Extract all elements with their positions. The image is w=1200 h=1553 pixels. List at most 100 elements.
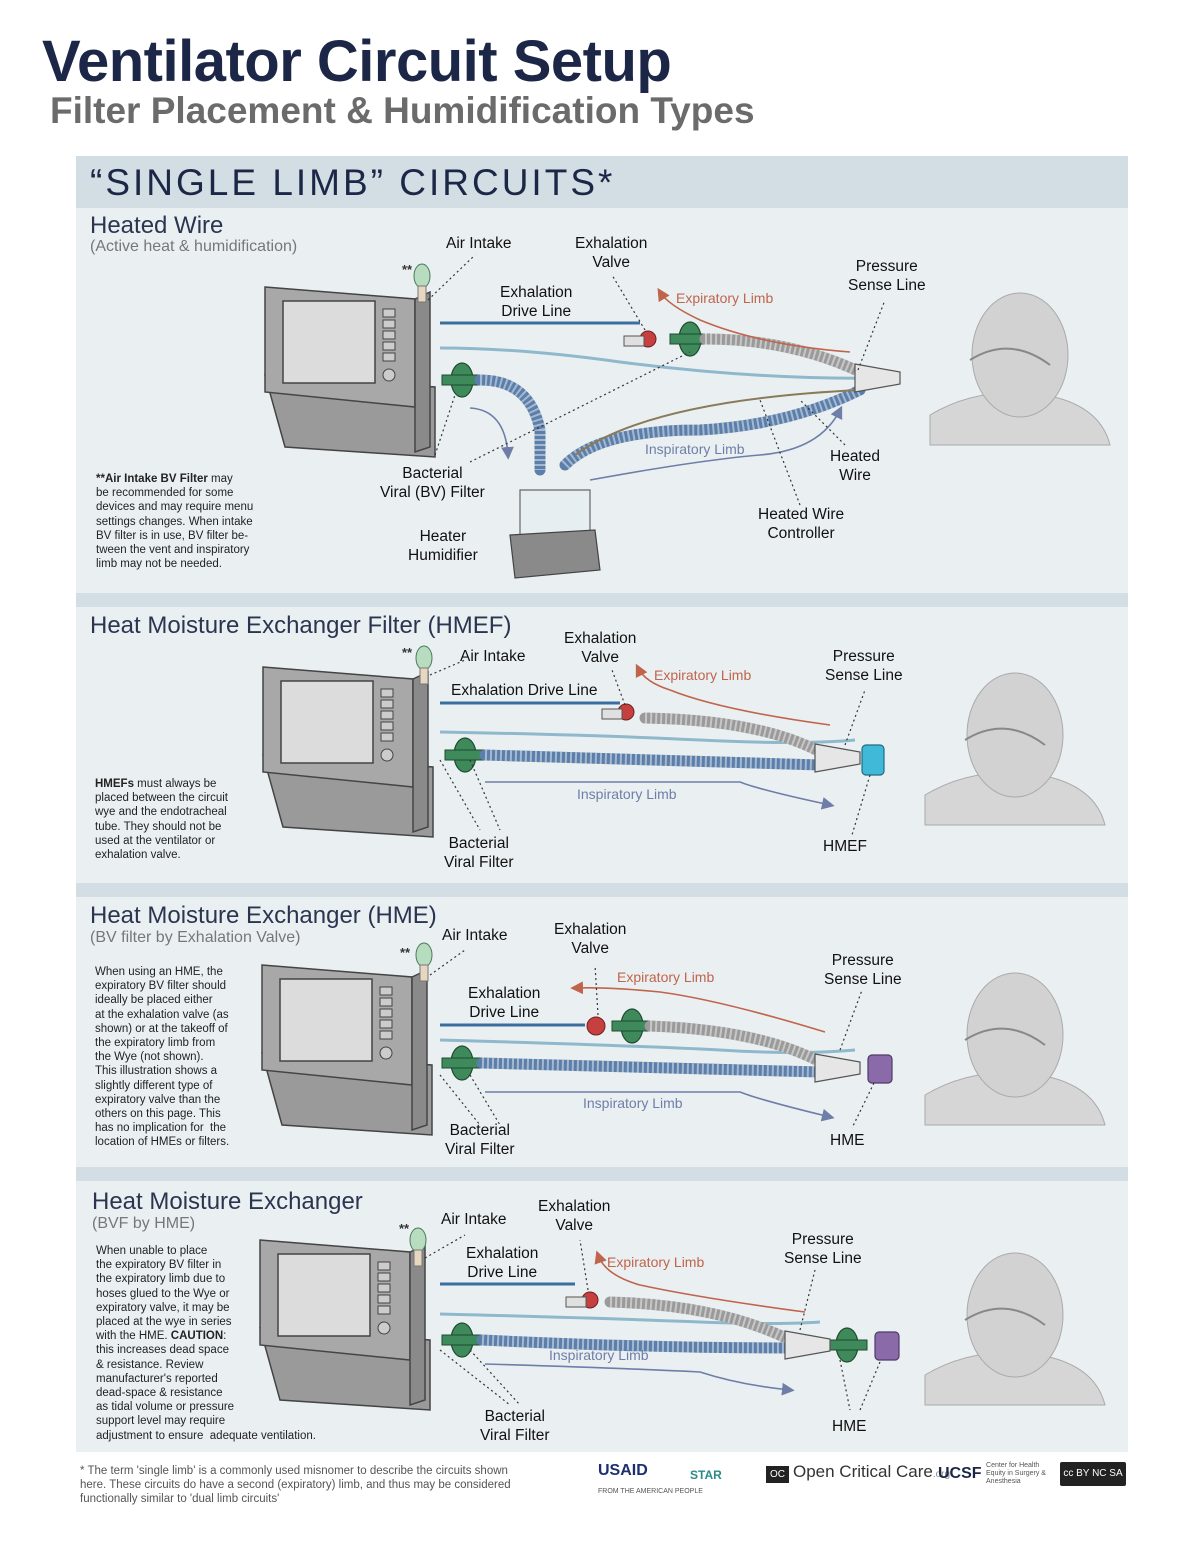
usaid-logo-text: USAID: [598, 1462, 648, 1479]
panel-subtitle-hme-bvf: (BVF by HME): [92, 1215, 196, 1232]
ucsf-logo-text: UCSF: [938, 1465, 982, 1483]
leader-line: [611, 274, 646, 331]
note-text-pre: When unable to place the expiratory BV f…: [96, 1245, 232, 1343]
panel-divider: [76, 883, 1128, 897]
footnote: * The term 'single limb' is a commonly u…: [80, 1465, 511, 1505]
label-exhalation-valve: Exhalation Valve: [564, 630, 637, 666]
leader-line: [469, 1349, 521, 1406]
ventilator-screen: [282, 300, 376, 384]
expiratory-arrow: [594, 1250, 806, 1313]
exhalation-valve-icon: [586, 1016, 606, 1036]
ventilator-knob: [380, 748, 394, 762]
ventilator-button: [382, 352, 396, 362]
ventilator-button: [377, 1261, 391, 1271]
ventilator-button: [382, 319, 396, 329]
air-intake-filter-icon: [415, 942, 433, 968]
ventilator-button: [380, 688, 394, 698]
label-heated-wire-controller: Heated Wire Controller: [758, 506, 845, 542]
label-expiratory-limb: Expiratory Limb: [654, 667, 752, 683]
label-bv-filter: Bacterial Viral (BV) Filter: [380, 465, 485, 501]
leader-line: [594, 964, 599, 1016]
bv-filter-connector: [444, 749, 486, 761]
leader-line: [439, 759, 481, 831]
panel-note-hmef: HMEFs must always be placed between the …: [95, 777, 228, 862]
label-hmef: HMEF: [823, 838, 867, 855]
ventilator-screen: [280, 680, 374, 764]
asterisk-marker: **: [400, 945, 411, 960]
label-air-intake: Air Intake: [446, 235, 512, 252]
leader-line: [429, 949, 466, 976]
expiratory-hose-ribs: [704, 333, 863, 377]
label-expiratory-limb: Expiratory Limb: [607, 1254, 705, 1270]
leader-line: [469, 351, 691, 463]
label-exhalation-drive-line: Exhalation Drive Line: [500, 284, 573, 320]
leader-line: [857, 299, 886, 371]
leader-line: [839, 989, 863, 1051]
humidifier-base: [509, 529, 601, 579]
expiratory-hose-ribs: [644, 712, 823, 757]
humidifier-flow-arrow: [469, 407, 514, 460]
section-banner-title: “SINGLE LIMB” CIRCUITS*: [90, 162, 616, 203]
inspiratory-arrow: [484, 1363, 795, 1396]
ventilator-screen: [277, 1253, 371, 1337]
exhalation-valve-port: [601, 708, 623, 720]
expiratory-arrow: [635, 663, 831, 726]
ventilator-button: [380, 732, 394, 742]
ventilator-button: [377, 1294, 391, 1304]
ventilator-knob: [379, 1046, 393, 1060]
inspiratory-hose-to-humidifier: [474, 374, 546, 476]
circuit-wye: [854, 363, 901, 393]
label-inspiratory-limb: Inspiratory Limb: [549, 1347, 649, 1363]
patient-mask-strap: [964, 727, 1046, 746]
occ-mark: OC: [766, 1466, 789, 1483]
leader-line: [469, 759, 501, 831]
label-pressure-sense-line: Pressure Sense Line: [848, 258, 926, 294]
heated-wire: [574, 389, 861, 456]
ventilator-button: [380, 699, 394, 709]
circuit-wye: [814, 1053, 861, 1083]
ucsf-tagline: Center for Health Equity in Surgery & An…: [986, 1462, 1046, 1485]
usaid-logo: USAID FROM THE AMERICAN PEOPLE: [598, 1462, 703, 1498]
air-intake-port: [419, 667, 429, 685]
expiratory-hose: [639, 712, 826, 758]
star-logo: STAR: [690, 1468, 722, 1482]
ventilator-button: [379, 1030, 393, 1040]
hme-icon: [874, 1331, 900, 1361]
ventilator-knob: [377, 1321, 391, 1335]
ventilator-button: [380, 710, 394, 720]
bv-filter-connector: [441, 1334, 483, 1346]
label-exhalation-valve: Exhalation Valve: [554, 921, 627, 957]
patient-mask-strap: [969, 347, 1051, 366]
ventilator-button: [379, 1019, 393, 1029]
leader-line: [439, 1349, 511, 1406]
expiratory-hose: [644, 1020, 826, 1068]
leader-line: [759, 399, 801, 506]
ventilator-button: [380, 721, 394, 731]
exhalation-valve-port: [623, 335, 645, 347]
panel-divider: [76, 1167, 1128, 1181]
air-intake-filter-icon: [409, 1227, 427, 1253]
label-inspiratory-limb: Inspiratory Limb: [577, 786, 677, 802]
leader-line: [839, 1359, 851, 1411]
note-text: must always be placed between the circui…: [95, 778, 228, 862]
usaid-tagline: FROM THE AMERICAN PEOPLE: [598, 1488, 703, 1495]
ventilator-knob: [382, 368, 396, 382]
label-hme: HME: [830, 1132, 865, 1149]
ventilator-button: [382, 308, 396, 318]
label-air-intake: Air Intake: [460, 648, 526, 665]
pressure-sense-line: [439, 346, 881, 380]
circuit-wye: [814, 743, 861, 773]
label-bv-filter: Bacterial Viral Filter: [480, 1408, 550, 1444]
leader-line: [424, 1234, 466, 1259]
inspiratory-arrow: [485, 781, 835, 810]
label-pressure-sense-line: Pressure Sense Line: [784, 1231, 862, 1267]
inspiratory-arrow: [589, 405, 843, 481]
ventilator-button: [377, 1283, 391, 1293]
label-inspiratory-limb: Inspiratory Limb: [583, 1095, 683, 1111]
patient-head: [966, 972, 1064, 1098]
note-text: may be recommended for some devices and …: [96, 473, 254, 571]
label-inspiratory-limb: Inspiratory Limb: [645, 441, 745, 457]
ventilator-button: [379, 1008, 393, 1018]
air-intake-port: [417, 285, 427, 303]
